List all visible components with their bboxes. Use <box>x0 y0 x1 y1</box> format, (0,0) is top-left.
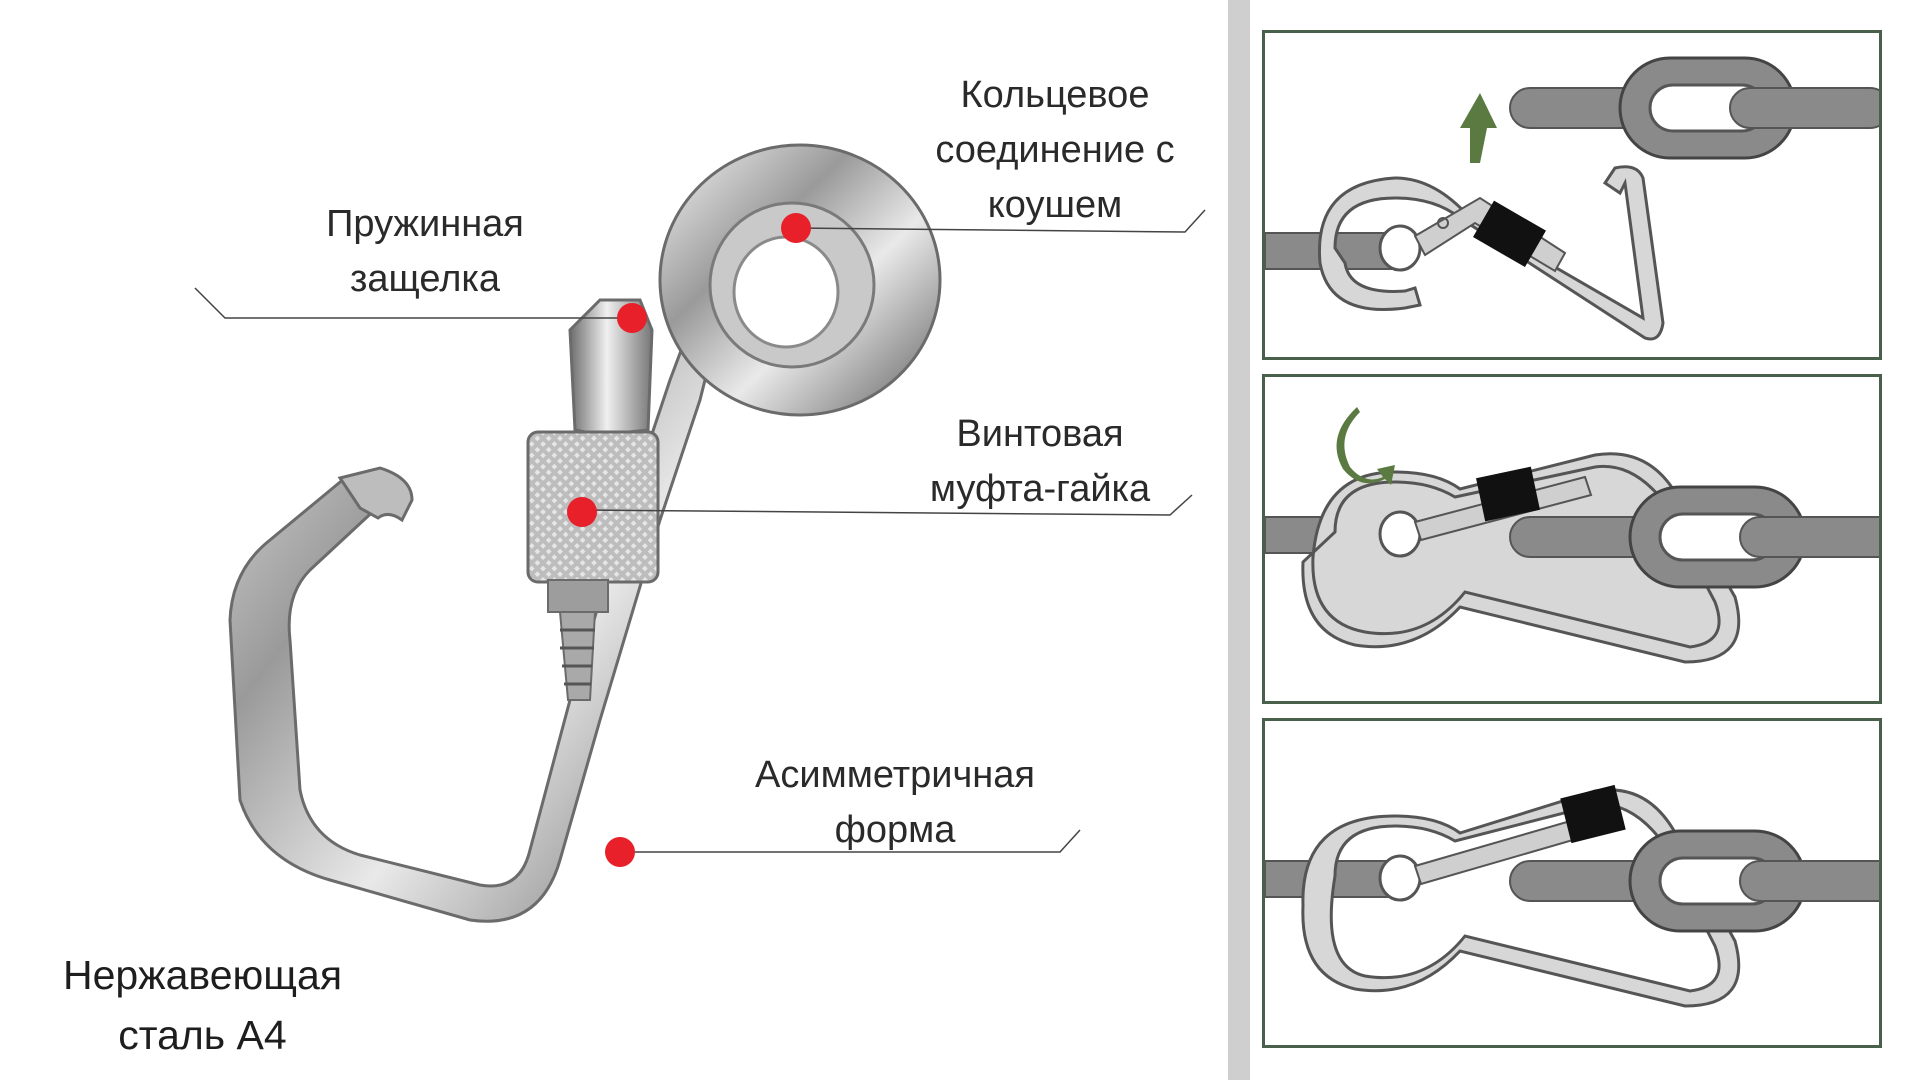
callout-line: Асимметричная <box>755 754 1035 796</box>
callout-line: Кольцевое <box>960 74 1150 116</box>
step-panel-locked <box>1262 718 1882 1048</box>
callout-line: муфта-гайка <box>929 468 1151 510</box>
carabiner-outline <box>1301 452 1741 664</box>
callout-screw-nut: Винтовая муфта-гайка <box>890 407 1190 517</box>
leader-latch <box>194 287 632 319</box>
callout-line: Винтовая <box>956 413 1124 455</box>
eye-ring <box>658 143 942 417</box>
step-2-illustration <box>1265 407 1879 664</box>
material-label: Нержавеющая сталь A4 <box>30 945 375 1065</box>
carabiner-photo-area: Кольцевое соединение с коушем Пружинная … <box>30 68 1206 1065</box>
leader-nut <box>581 494 1193 516</box>
screw-gate <box>526 298 660 701</box>
black-nut <box>1473 200 1546 268</box>
threaded-pin <box>558 611 597 701</box>
black-nut <box>1476 466 1540 522</box>
carabiner-outline <box>1317 165 1665 341</box>
carabiner-outline <box>1301 788 1741 1008</box>
panel-divider <box>1228 0 1250 1080</box>
marker-shape <box>605 837 635 867</box>
callout-ring-connection: Кольцевое соединение с коушем <box>905 68 1205 233</box>
callout-line: Пружинная <box>326 203 524 245</box>
material-line: сталь A4 <box>118 1012 287 1058</box>
callout-asymmetric-shape: Асимметричная форма <box>725 748 1065 858</box>
markers <box>567 213 811 867</box>
callout-line: коушем <box>987 184 1123 226</box>
marker-nut <box>567 497 597 527</box>
rotate-arrow-icon <box>1336 407 1395 485</box>
black-nut <box>1560 784 1626 844</box>
carabiner-illustration <box>194 143 1206 923</box>
leader-shape <box>620 829 1081 853</box>
callout-line: соединение с <box>935 129 1175 171</box>
step-1-illustration <box>1265 56 1879 341</box>
callout-line: защелка <box>349 258 501 300</box>
callout-spring-latch: Пружинная защелка <box>290 197 560 307</box>
material-line: Нержавеющая <box>62 952 343 998</box>
marker-ring <box>781 213 811 243</box>
up-arrow-icon <box>1460 93 1497 163</box>
step-3-illustration <box>1265 784 1879 1008</box>
callout-line: форма <box>834 809 956 851</box>
marker-latch <box>617 303 647 333</box>
callout-lines <box>194 209 1206 853</box>
step-panel-open-gate <box>1262 30 1882 360</box>
leader-ring <box>795 209 1206 233</box>
step-panel-screw-nut <box>1262 374 1882 704</box>
